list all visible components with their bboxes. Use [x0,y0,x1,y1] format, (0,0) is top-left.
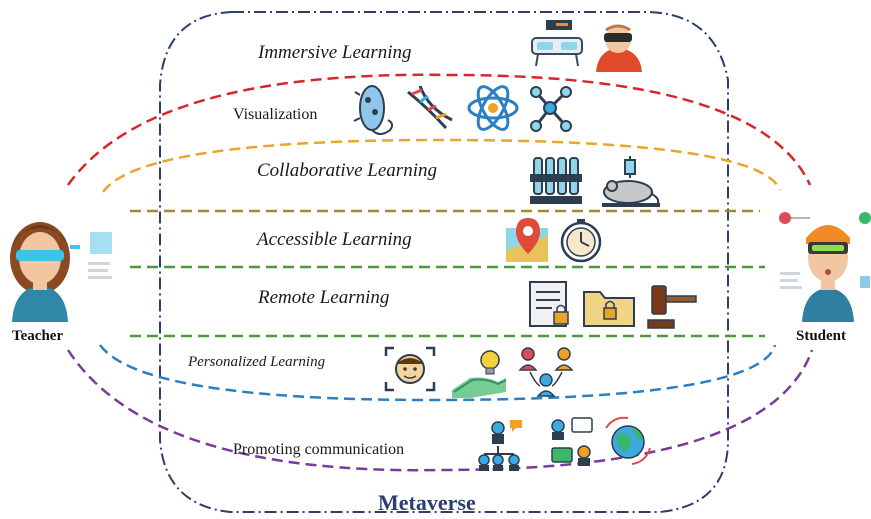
lab-mouse-icon [602,156,660,207]
globe-chat-icon [605,416,651,465]
vr-headset-icon [531,20,583,67]
teacher-name: Teacher [12,328,64,344]
map-pin-icon [506,218,548,262]
gavel-icon [647,285,697,329]
atom-icon [467,85,519,131]
layer-label-promoting-communication: Promoting communication [233,441,405,458]
layer-label-collaborative-learning: Collaborative Learning [257,160,437,181]
locked-folder-icon [583,291,635,327]
metaverse-label: Metaverse [378,490,476,515]
layer-label-remote-learning: Remote Learning [258,287,390,308]
blue-arc [98,344,777,402]
team-hierarchy-icon [478,420,522,471]
locked-document-icon [529,281,569,327]
teacher-avatar [10,222,112,322]
bacteria-icon [353,85,394,135]
layer-label-visualization: Visualization [233,106,318,123]
people-network-icon [518,347,574,397]
purple-arc [66,349,814,472]
face-scan-icon [384,346,436,392]
chat-people-icon [551,417,593,466]
molecule-icon [530,86,572,132]
clock-icon [560,219,602,263]
layer-label-personalized-learning: Personalized Learning [188,354,326,370]
vr-user-icon [596,24,642,72]
red-arc [66,73,812,186]
layer-label-immersive-learning: Immersive Learning [258,42,412,63]
student-avatar [779,212,871,322]
idea-hand-icon [452,350,507,398]
orange-arc [101,138,782,193]
student-name: Student [796,328,847,344]
metaverse-frame [159,11,729,513]
dna-icon [407,85,453,130]
test-tubes-icon [530,157,582,204]
layer-label-accessible-learning: Accessible Learning [257,229,412,250]
